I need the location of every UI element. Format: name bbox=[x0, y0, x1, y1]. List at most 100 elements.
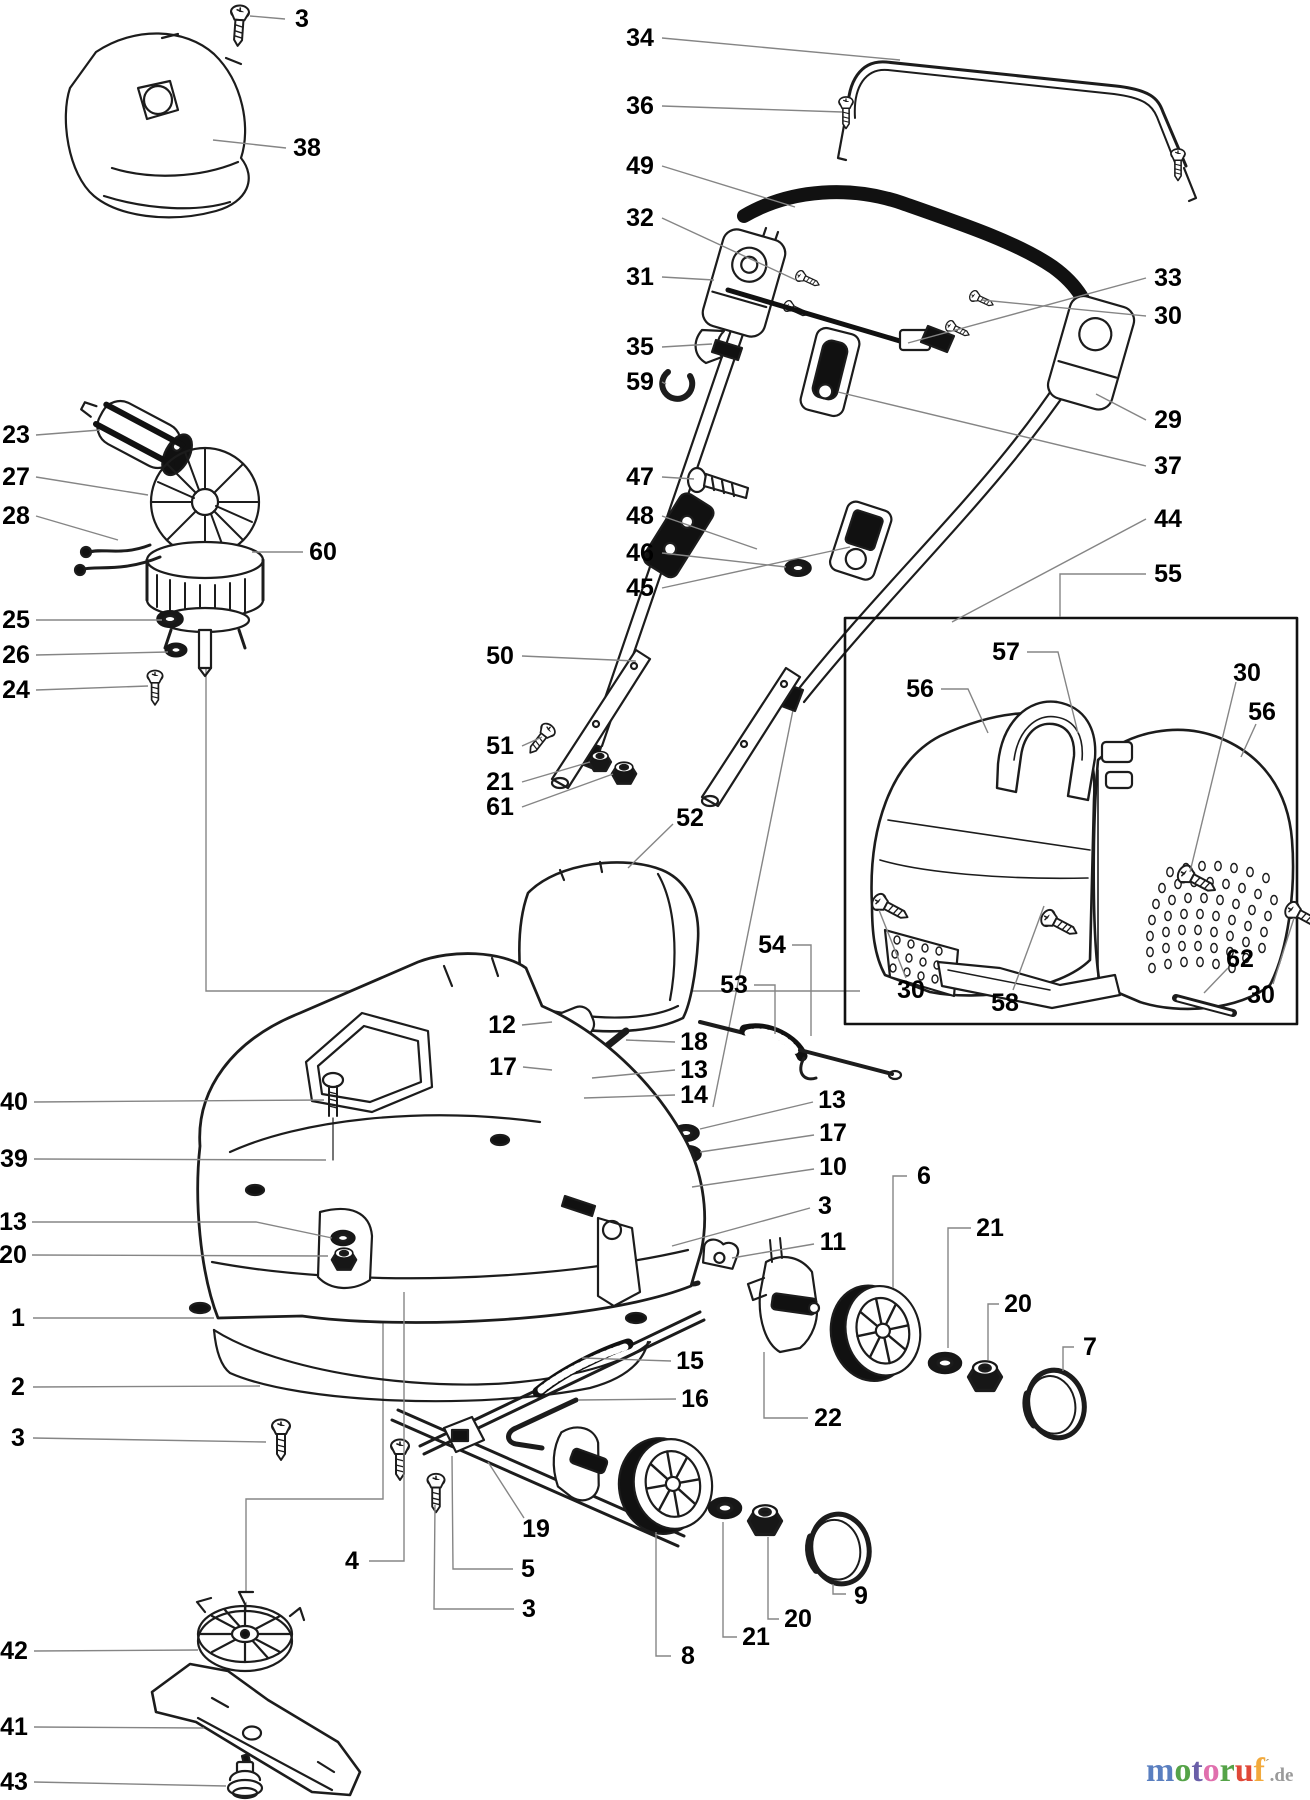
part-bolt-47 bbox=[686, 466, 750, 500]
leader-line-30 bbox=[1189, 681, 1237, 873]
callout-label-20: 20 bbox=[784, 1605, 812, 1633]
part-tube-50b bbox=[700, 666, 802, 808]
part-pin-18 bbox=[602, 1027, 630, 1051]
callout-label-31: 31 bbox=[626, 263, 654, 291]
part-wheel-6 bbox=[829, 1284, 922, 1383]
callout-label-24: 24 bbox=[2, 676, 30, 704]
callout-label-19: 19 bbox=[522, 1515, 550, 1543]
part-washer-46 bbox=[783, 558, 813, 578]
leader-line-49 bbox=[661, 165, 796, 208]
part-bracket-22 bbox=[746, 1237, 821, 1354]
leader-line-58 bbox=[1012, 905, 1045, 991]
callout-label-50: 50 bbox=[486, 642, 514, 670]
callout-label-36: 36 bbox=[626, 92, 654, 120]
callout-label-11: 11 bbox=[820, 1228, 847, 1256]
callout-label-16: 16 bbox=[681, 1385, 709, 1413]
leader-line-42 bbox=[33, 1649, 199, 1652]
leader-line-47 bbox=[661, 476, 695, 480]
callout-label-8: 8 bbox=[681, 1642, 695, 1670]
part-screw-3d3 bbox=[426, 1472, 446, 1514]
leader-line-2 bbox=[32, 1385, 261, 1388]
leader-line-30 bbox=[1272, 917, 1295, 985]
leader-line-57 bbox=[1027, 651, 1079, 734]
part-nut-20b bbox=[746, 1503, 784, 1537]
leader-line-3 bbox=[32, 1437, 267, 1443]
screw-32a bbox=[793, 268, 823, 291]
screw-36-left bbox=[838, 96, 854, 130]
leader-line-3 bbox=[249, 15, 286, 20]
callout-label-3: 3 bbox=[818, 1192, 832, 1220]
screw-30-handle bbox=[967, 288, 997, 311]
callout-label-14: 14 bbox=[680, 1081, 708, 1109]
leader-line-12 bbox=[521, 1021, 553, 1026]
callout-label-25: 25 bbox=[2, 606, 30, 634]
callout-label-3: 3 bbox=[295, 5, 309, 33]
callout-label-13: 13 bbox=[818, 1086, 846, 1114]
part-flap-52 bbox=[517, 860, 700, 1033]
callout-label-62: 62 bbox=[1226, 945, 1254, 973]
callout-label-53: 53 bbox=[720, 971, 748, 999]
callout-label-20: 20 bbox=[0, 1241, 27, 1269]
leader-line-13 bbox=[591, 1069, 676, 1079]
leader-line-32 bbox=[661, 217, 797, 281]
part-tube-50a bbox=[550, 648, 652, 790]
part-stator-60 bbox=[145, 540, 265, 678]
leader-line-34 bbox=[661, 37, 901, 61]
leader-lines bbox=[31, 15, 1295, 1787]
part-upper-handle-34 bbox=[836, 60, 1198, 203]
part-capacitor-23 bbox=[80, 399, 193, 477]
screw-36-right bbox=[1170, 148, 1186, 182]
watermark-accent: ˊ bbox=[1265, 1757, 1270, 1773]
part-housing-31 bbox=[701, 228, 787, 338]
leader-line-3 bbox=[671, 1207, 811, 1247]
leader-line-11 bbox=[731, 1243, 815, 1259]
part-nut-20d bbox=[330, 1247, 358, 1271]
callout-label-47: 47 bbox=[626, 463, 654, 491]
part-nut-20a bbox=[966, 1359, 1004, 1393]
part-bracket-5 bbox=[552, 1426, 609, 1502]
watermark-letter: o bbox=[1174, 1752, 1192, 1789]
part-lever-arm bbox=[560, 1194, 642, 1308]
callout-label-56: 56 bbox=[906, 675, 934, 703]
watermark-letter: m bbox=[1146, 1752, 1175, 1789]
callout-label-61: 61 bbox=[486, 793, 514, 821]
callout-label-7: 7 bbox=[1083, 1333, 1097, 1361]
part-housing-29 bbox=[1046, 294, 1136, 411]
leader-line-10 bbox=[691, 1168, 815, 1188]
callout-label-30: 30 bbox=[1233, 659, 1261, 687]
leader-line-28 bbox=[35, 515, 119, 541]
callout-label-9: 9 bbox=[854, 1582, 868, 1610]
part-pin-62 bbox=[1172, 994, 1237, 1017]
leader-line-27 bbox=[35, 476, 149, 496]
callout-label-41: 41 bbox=[0, 1713, 28, 1741]
leader-line-26 bbox=[35, 651, 169, 656]
callout-label-42: 42 bbox=[0, 1637, 28, 1665]
callout-label-51: 51 bbox=[486, 732, 514, 760]
callout-label-33: 33 bbox=[1154, 264, 1182, 292]
part-clip-59 bbox=[659, 369, 696, 402]
part-wheel-8 bbox=[617, 1437, 714, 1535]
callout-label-10: 10 bbox=[819, 1153, 847, 1181]
callout-labels: 3382327286025262434364932313559474846453… bbox=[0, 5, 1276, 1796]
leader-line-31 bbox=[661, 276, 715, 281]
part-bolt-24 bbox=[146, 669, 164, 706]
leader-line-56 bbox=[1240, 723, 1257, 758]
leader-line-7 bbox=[1062, 1346, 1074, 1371]
callout-label-2: 2 bbox=[11, 1373, 25, 1401]
leader-line-29 bbox=[1095, 393, 1147, 421]
part-hubcap-9 bbox=[805, 1511, 872, 1587]
part-clamp-11 bbox=[702, 1238, 740, 1270]
leader-line-16 bbox=[577, 1398, 677, 1401]
callout-label-44: 44 bbox=[1154, 505, 1182, 533]
leader-line-13 bbox=[32, 1221, 333, 1239]
part-screw-3d2 bbox=[389, 1438, 411, 1482]
callout-label-59: 59 bbox=[626, 368, 654, 396]
callout-label-5: 5 bbox=[521, 1555, 535, 1583]
callout-label-3: 3 bbox=[522, 1595, 536, 1623]
leader-line-45 bbox=[661, 546, 851, 589]
leader-line-46 bbox=[661, 552, 787, 568]
leader-line-5 bbox=[451, 1455, 513, 1570]
leader-line-6 bbox=[892, 1175, 907, 1288]
